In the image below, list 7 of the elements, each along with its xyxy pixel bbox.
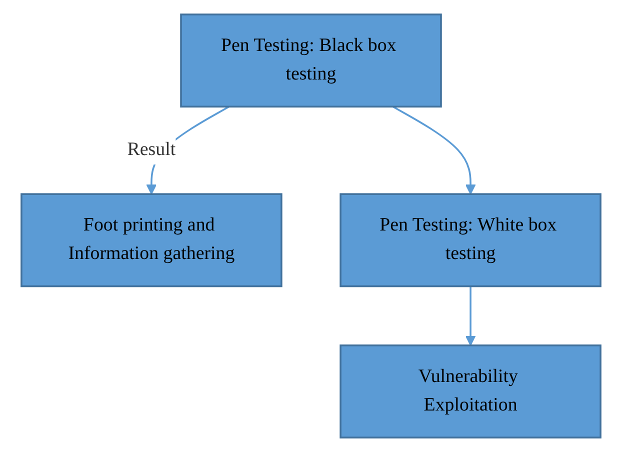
node-box: Vulnerability Exploitation — [340, 344, 602, 438]
edge-label: Result — [127, 140, 176, 160]
arrow — [392, 106, 476, 195]
node-box: Pen Testing: Black box testing — [180, 14, 442, 108]
node-box: Pen Testing: White box testing — [340, 193, 602, 288]
arrow — [465, 286, 476, 346]
node-box: Foot printing and Information gathering — [20, 193, 282, 288]
